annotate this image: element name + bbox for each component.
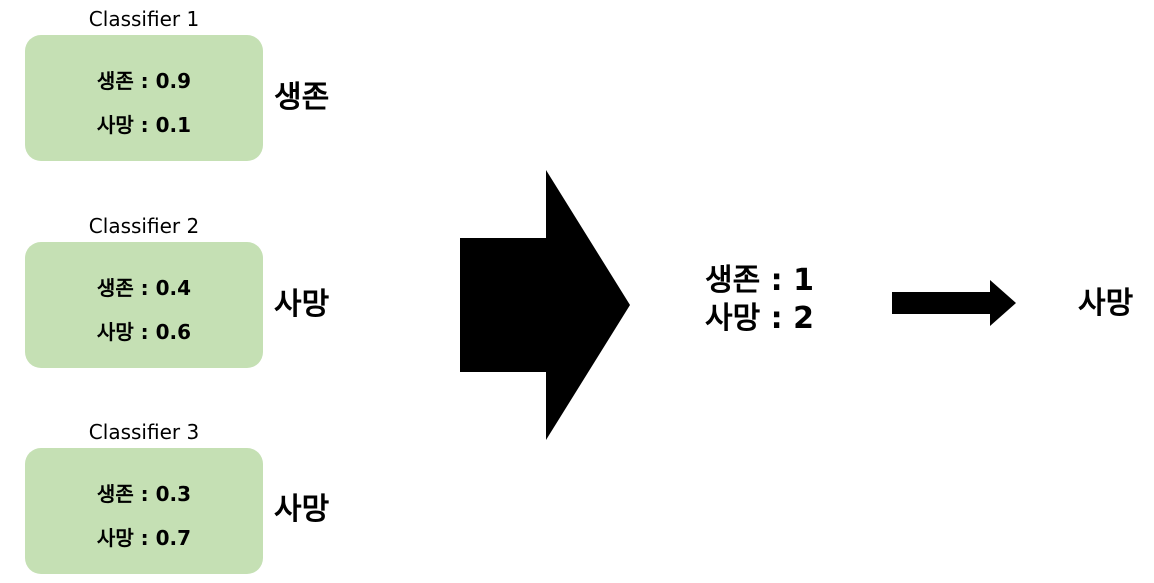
classifier-3-box: 생존 : 0.3 사망 : 0.7 <box>25 448 263 574</box>
classifier-2-title: Classifier 2 <box>88 214 200 238</box>
small-arrow-shape <box>892 280 1016 326</box>
right-arrow-icon <box>460 170 630 440</box>
classifier-1-vote: 생존 <box>274 80 330 115</box>
vote-tally: 생존 : 1 사망 : 2 <box>705 262 875 338</box>
classifier-2-vote: 사망 <box>274 287 330 322</box>
classifier-3-survive-prob: 생존 : 0.3 <box>96 482 192 506</box>
classifier-1-title: Classifier 1 <box>88 7 200 31</box>
classifier-1-box: 생존 : 0.9 사망 : 0.1 <box>25 35 263 161</box>
classifier-2-box: 생존 : 0.4 사망 : 0.6 <box>25 242 263 368</box>
classifier-2-death-prob: 사망 : 0.6 <box>96 320 192 344</box>
right-arrow-icon <box>892 280 1016 326</box>
classifier-2-survive-prob: 생존 : 0.4 <box>96 276 192 300</box>
final-result: 사망 <box>1078 286 1134 321</box>
classifier-1-survive-prob: 생존 : 0.9 <box>96 69 192 93</box>
tally-death: 사망 : 2 <box>705 301 814 336</box>
tally-survive: 생존 : 1 <box>705 263 814 298</box>
classifier-1-death-prob: 사망 : 0.1 <box>96 113 192 137</box>
classifier-3-vote: 사망 <box>274 492 330 527</box>
classifier-3-death-prob: 사망 : 0.7 <box>96 526 192 550</box>
big-arrow-shape <box>460 170 630 440</box>
classifier-3-title: Classifier 3 <box>88 420 200 444</box>
